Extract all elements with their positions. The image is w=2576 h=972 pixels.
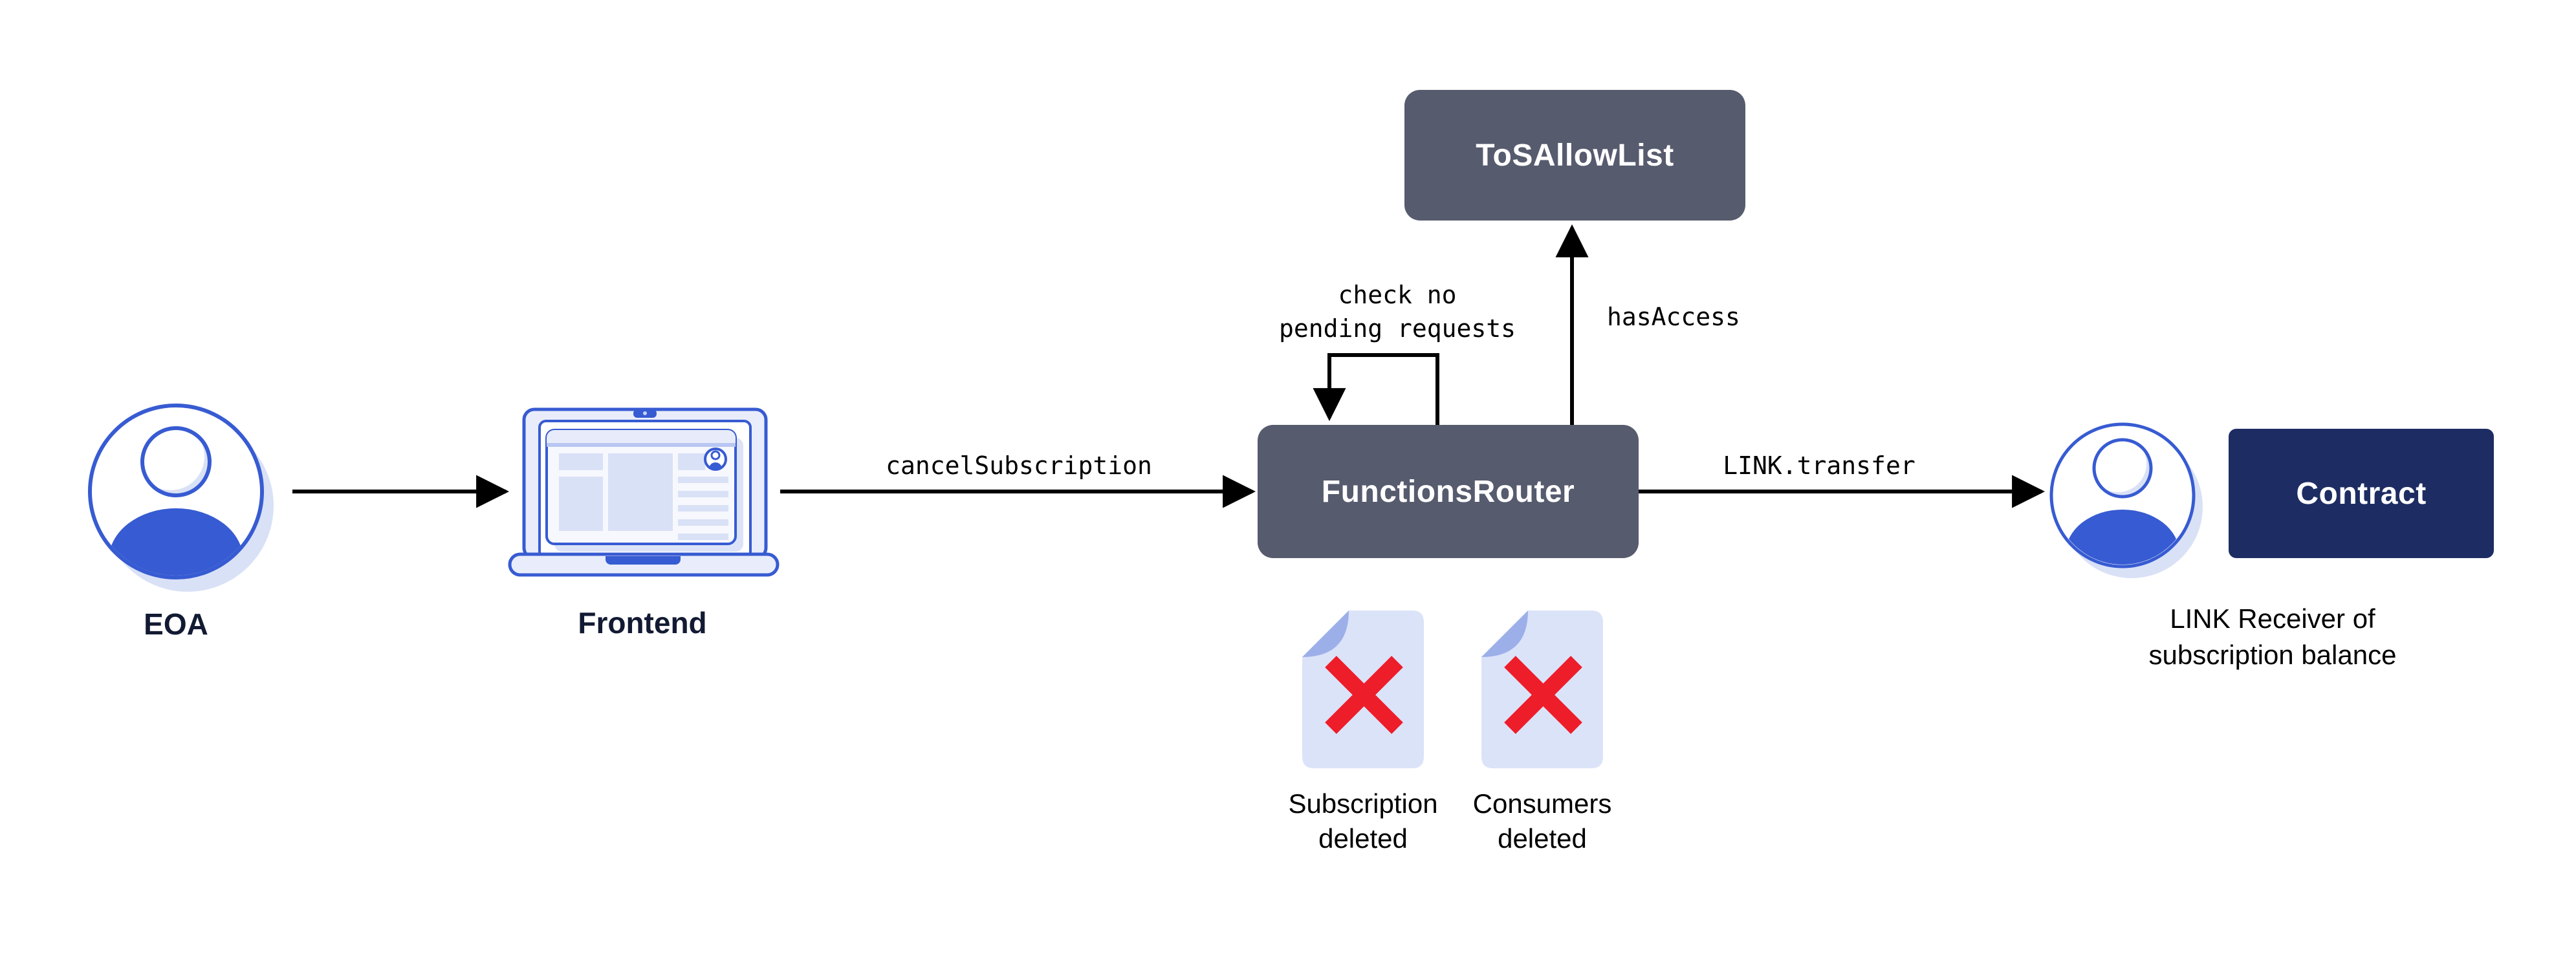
frontend-label: Frontend	[578, 606, 707, 640]
doc-fold	[1302, 610, 1349, 657]
red-x-icon	[1504, 656, 1582, 734]
consumers-deleted-doc-icon	[1481, 610, 1603, 768]
check-no-pending-requests-edge-label: check no pending requests	[1278, 281, 1516, 343]
functions-router-node: FunctionsRouter	[1258, 425, 1639, 558]
subscription-deleted-caption: Subscription deleted	[1288, 788, 1438, 854]
cancel-subscription-edge-label: cancelSubscription	[886, 451, 1152, 480]
contract-label: Contract	[2296, 476, 2427, 511]
eoa-user-icon	[88, 404, 274, 592]
diagram-arrows	[292, 224, 2046, 508]
link-transfer-edge-label: LINK.transfer	[1723, 451, 1916, 480]
link-receiver-user-icon	[2049, 422, 2203, 578]
link-receiver-caption: LINK Receiver of subscription balance	[2148, 603, 2397, 670]
tos-allow-list-label: ToSAllowList	[1476, 138, 1674, 173]
arrow-self-loop	[1313, 353, 1439, 425]
subscription-deleted-doc-icon	[1302, 610, 1424, 768]
consumers-deleted-caption: Consumers deleted	[1472, 788, 1612, 854]
doc-fold	[1481, 610, 1528, 657]
browser-avatar-icon	[704, 448, 727, 471]
tos-allow-list-node: ToSAllowList	[1404, 90, 1745, 221]
frontend-laptop-icon	[508, 407, 780, 577]
red-x-icon	[1325, 656, 1403, 734]
contract-node: Contract	[2229, 429, 2494, 558]
has-access-edge-label: hasAccess	[1607, 303, 1740, 331]
functions-router-label: FunctionsRouter	[1321, 474, 1575, 509]
browser-topbar	[547, 430, 736, 443]
eoa-label: EOA	[144, 607, 208, 641]
